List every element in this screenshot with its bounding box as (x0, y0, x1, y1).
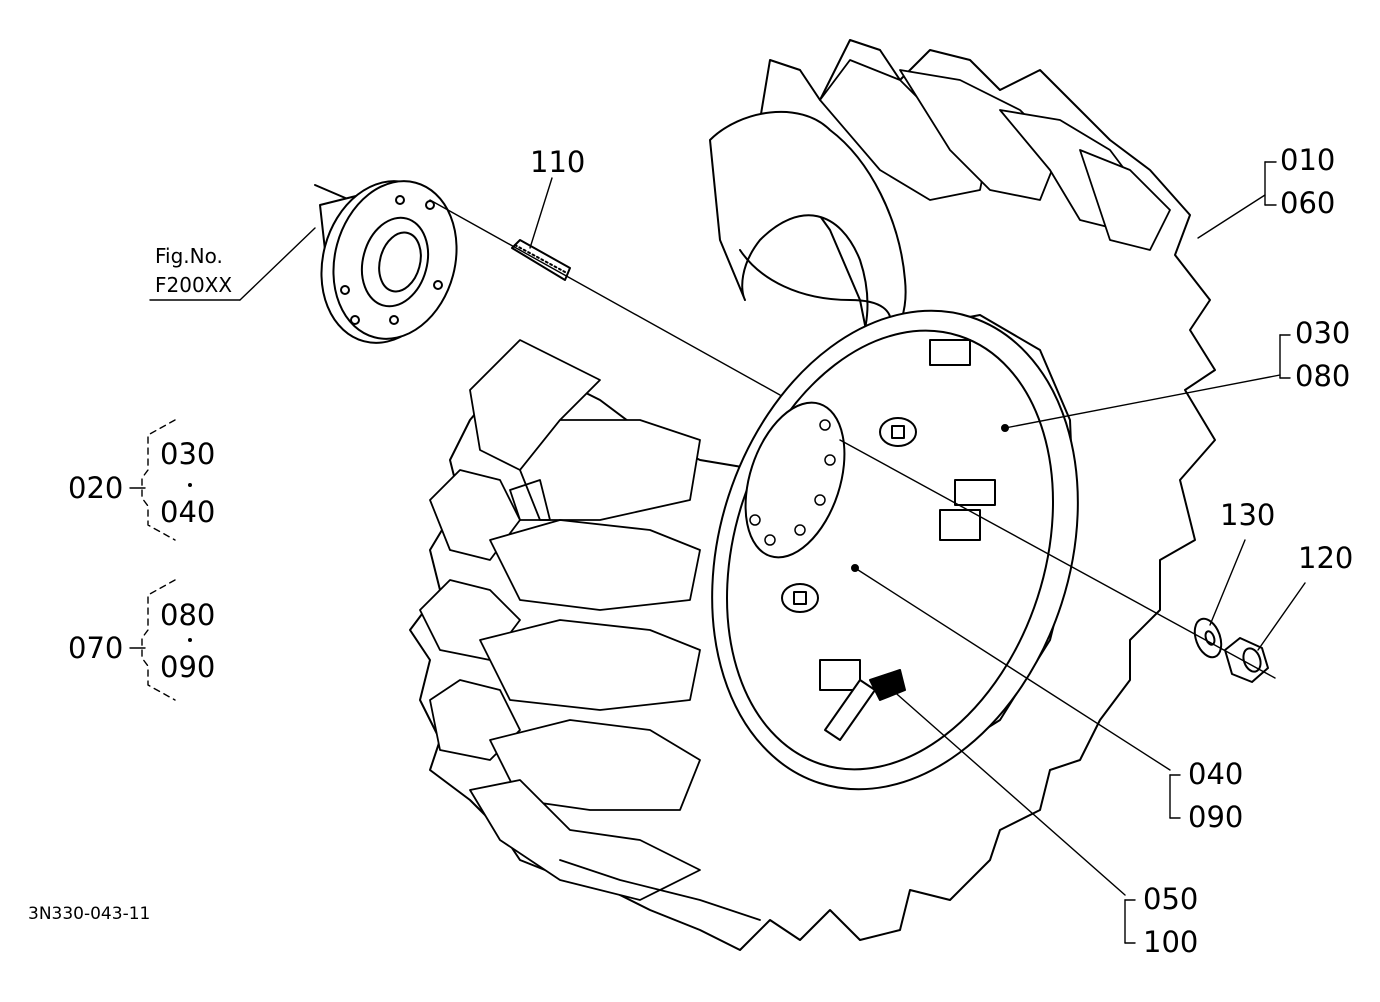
callout-090: 090 (1188, 800, 1244, 834)
tire-bead (739, 249, 892, 331)
group-020-label: 020 (68, 471, 124, 505)
figref-line1: Fig.No. (155, 244, 223, 268)
group-brackets (129, 419, 176, 701)
callout-030: 030 (1295, 316, 1351, 350)
drawing-code: 3N330-043-11 (28, 904, 151, 924)
callout-040: 040 (1188, 757, 1244, 791)
tread-lugs (419, 339, 761, 921)
group-020-bottom: 040 (160, 495, 216, 529)
nut-axis-line (839, 439, 1276, 679)
stud-bolt-icon (511, 239, 571, 281)
callout-100: 100 (1143, 925, 1199, 959)
group-070-bottom: 090 (160, 650, 216, 684)
figref-line2: F200XX (155, 273, 233, 297)
callout-060: 060 (1280, 186, 1336, 220)
washer-icon (1193, 617, 1223, 659)
group-070-label: 070 (68, 631, 124, 665)
leader-lines (149, 161, 1306, 944)
leader-dot (1001, 424, 1009, 432)
rim-inner (726, 329, 1054, 771)
rim-bolt-holes (749, 419, 836, 546)
callout-120: 120 (1298, 541, 1354, 575)
tread-lugs-top (819, 59, 1171, 251)
wheel-hub-flange (314, 180, 458, 344)
rim-clamps (819, 339, 996, 691)
rim-square-holes (781, 417, 917, 613)
group-020-top: 030 (160, 437, 216, 471)
group-070-dot (188, 638, 192, 642)
callout-010: 010 (1280, 143, 1336, 177)
callout-130: 130 (1220, 498, 1276, 532)
callout-050: 050 (1143, 882, 1199, 916)
callout-080: 080 (1295, 359, 1351, 393)
group-020-dot (188, 483, 192, 487)
callout-110: 110 (530, 145, 586, 179)
bolt-axis-line (429, 199, 781, 396)
rim-center-hole (744, 401, 846, 559)
group-070-top: 080 (160, 598, 216, 632)
leader-dot (851, 564, 859, 572)
